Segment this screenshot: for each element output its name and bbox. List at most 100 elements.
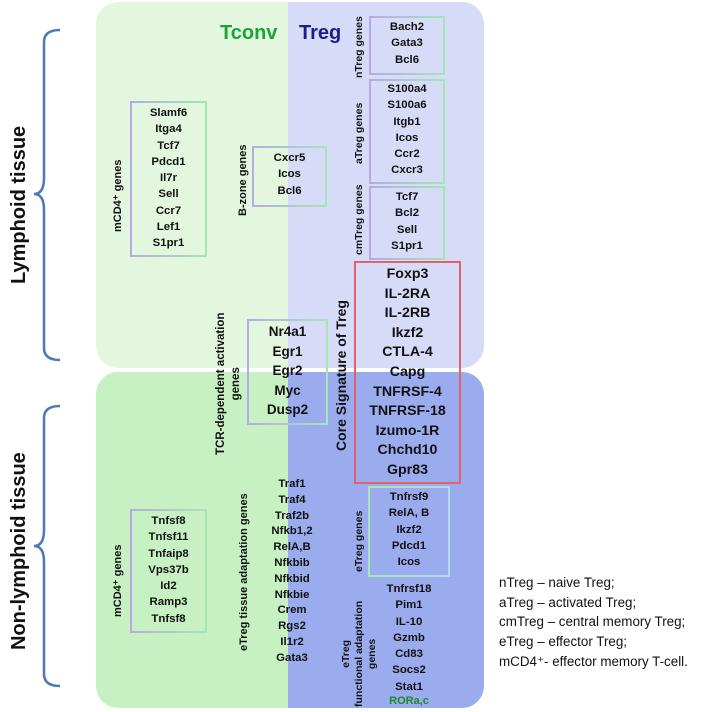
- gene-item: Tnfrsf18: [386, 583, 432, 595]
- gene-item: Tcf7: [157, 139, 180, 152]
- gene-item: Nfkbib: [274, 556, 310, 569]
- legend-entry: eTreg – effector Treg;: [499, 634, 628, 650]
- gene-item: Nfkbie: [274, 588, 310, 601]
- gene-item: S100a4: [387, 83, 427, 95]
- rora-gene: RORa,c: [389, 695, 429, 707]
- atreg-label: aTreg genes: [353, 102, 365, 164]
- treg-header: Treg: [299, 22, 342, 44]
- gene-item: IL-2RA: [384, 285, 431, 302]
- gene-item: Myc: [274, 382, 301, 398]
- etreg-tissue-label: eTreg tissue adaptation genes: [238, 493, 250, 651]
- gene-item: IL-10: [395, 615, 423, 628]
- atreg-box: [369, 79, 445, 184]
- tissue-braces: [33, 28, 61, 688]
- nonlymphoid-mcd4-label: mCD4⁺ genes: [112, 544, 124, 617]
- gene-item: Crem: [277, 604, 307, 617]
- gene-item: RelA, B: [388, 507, 430, 520]
- gene-item: IL-2RB: [384, 305, 431, 322]
- gene-item: S1pr1: [391, 239, 423, 252]
- gene-item: Ramp3: [149, 596, 188, 609]
- gene-item: Nfkb1,2: [271, 525, 313, 538]
- gene-item: Socs2: [392, 664, 426, 677]
- gene-item: Icos: [397, 556, 421, 569]
- gene-item: Il7r: [159, 172, 178, 185]
- nonlymphoid-brace: [33, 404, 61, 688]
- gene-item: Pim1: [395, 599, 423, 612]
- lymphoid-brace: [33, 28, 61, 362]
- core-box: [354, 261, 461, 484]
- gene-item: Tnfsf8: [151, 612, 186, 625]
- gene-item: Pdcd1: [391, 539, 427, 552]
- gene-item: Cxcr3: [391, 164, 423, 177]
- gene-item: Traf1: [278, 478, 306, 490]
- gene-item: TNFRSF-4: [373, 383, 442, 400]
- etreg-box: [368, 486, 450, 577]
- gene-item: Bach2: [389, 21, 425, 33]
- gene-item: Dusp2: [266, 402, 309, 417]
- gene-item: Gata3: [276, 651, 308, 664]
- gene-item: Rgs2: [278, 620, 306, 633]
- gene-item: Gpr83: [386, 461, 428, 478]
- gene-item: RelA,B: [273, 541, 311, 554]
- nonlymphoid-mcd4-box: [130, 509, 207, 633]
- gene-item: Cd83: [395, 648, 423, 661]
- tcr-box: [247, 319, 328, 425]
- gene-item: Id2: [160, 580, 177, 593]
- gene-item: Egr2: [272, 363, 303, 378]
- bzone-label: B-zone genes: [237, 144, 249, 216]
- tconv-header: Tconv: [220, 22, 278, 44]
- gene-item: Icos: [278, 168, 301, 181]
- gene-item: Foxp3: [386, 266, 429, 282]
- gene-item: Traf2b: [274, 509, 310, 522]
- gene-item: Bcl6: [394, 53, 420, 66]
- gene-item: Itgb1: [393, 115, 421, 128]
- gene-item: Traf4: [278, 493, 306, 506]
- lymphoid-mcd4-label: mCD4⁺ genes: [112, 159, 124, 232]
- gene-item: Gata3: [391, 37, 423, 50]
- gene-item: Gzmb: [393, 631, 425, 644]
- gene-item: Tnfsf8: [151, 515, 186, 527]
- cmtreg-box: [369, 186, 445, 260]
- gene-item: Egr1: [272, 343, 303, 359]
- lymphoid-mcd4-box: [130, 101, 207, 257]
- cmtreg-label: cmTreg genes: [353, 184, 365, 255]
- gene-item: Pdcd1: [151, 155, 186, 168]
- gene-item: Izumo-1R: [375, 422, 440, 439]
- ntreg-box: [369, 16, 445, 75]
- gene-item: Tnfrsf9: [389, 491, 429, 503]
- gene-item: Itga4: [155, 123, 182, 136]
- gene-item: S1pr1: [152, 237, 185, 250]
- gene-item: Cxcr5: [273, 152, 306, 164]
- gene-item: Sell: [158, 188, 179, 201]
- gene-item: S100a6: [387, 99, 427, 112]
- gene-item: Il1r2: [280, 635, 304, 648]
- gene-item: Ikzf2: [391, 324, 424, 341]
- gene-item: Bcl6: [277, 184, 302, 197]
- lymphoid-tissue-label: Lymphoid tissue: [8, 125, 30, 284]
- nonlymphoid-tissue-label: Non-lymphoid tissue: [8, 452, 30, 650]
- gene-item: Ikzf2: [396, 523, 422, 536]
- bzone-box: [252, 146, 327, 207]
- legend-entry: nTreg – naive Treg;: [499, 575, 615, 590]
- etreg-label: eTreg genes: [353, 510, 365, 572]
- gene-item: Vps37b: [148, 563, 189, 576]
- abbreviation-legend: nTreg – naive Treg;aTreg – activated Tre…: [499, 573, 688, 672]
- gene-item: Tcf7: [395, 191, 419, 203]
- gene-item: Nr4a1: [268, 324, 307, 339]
- gene-item: Sell: [396, 223, 418, 236]
- gene-item: Tnfsf11: [148, 531, 189, 544]
- gene-item: Tnfaip8: [148, 547, 189, 560]
- gene-item: Chchd10: [377, 442, 438, 459]
- gene-item: TNFRSF-18: [369, 403, 446, 420]
